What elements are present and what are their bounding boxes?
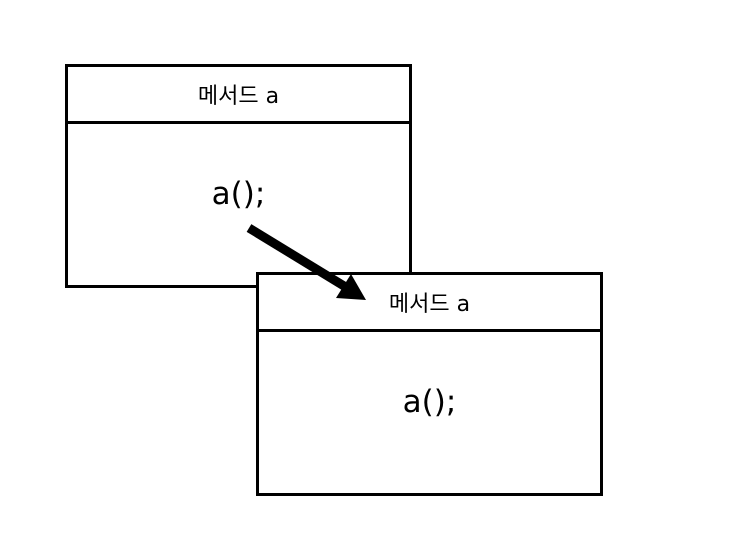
method-box-inner: 메서드 a a();: [256, 272, 603, 496]
method-header: 메서드 a: [259, 275, 600, 332]
method-body-call: a();: [402, 383, 457, 420]
method-box-outer: 메서드 a a();: [65, 64, 412, 288]
method-header: 메서드 a: [68, 67, 409, 124]
method-body-call: a();: [211, 175, 266, 212]
